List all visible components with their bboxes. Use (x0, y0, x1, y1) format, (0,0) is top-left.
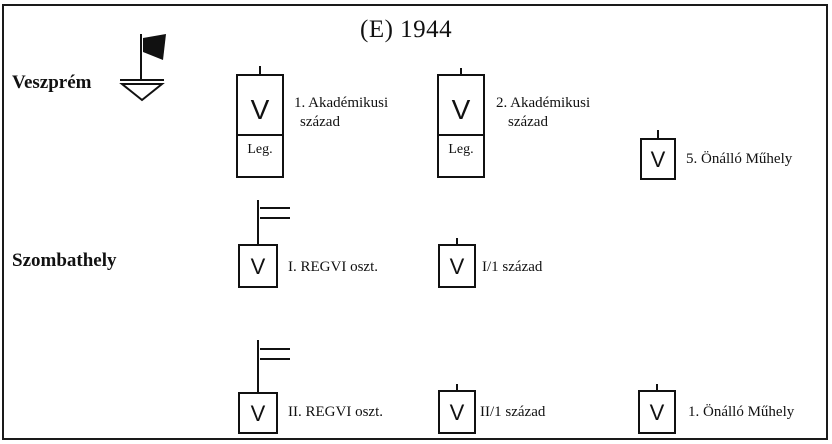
unit-label-line1: 1. Akadémikusi (294, 95, 389, 111)
unit-stem (456, 238, 458, 246)
unit-label-ii1-szazad: II/1 század (480, 404, 546, 420)
unit-symbol-2-akademikusi: V Leg. (437, 74, 485, 178)
unit-label-line1: 2. Akadémikusi (496, 95, 591, 111)
unit-stem (656, 384, 658, 392)
unit-label-line2: század (508, 114, 548, 130)
unit-label-5-onallo-muhely: 5. Önálló Műhely (686, 151, 793, 167)
unit-sub-label: Leg. (247, 142, 273, 157)
battalion-flag-icon (257, 340, 290, 392)
unit-type-letter: V (449, 254, 465, 279)
unit-symbol-1-akademikusi: V Leg. (236, 74, 284, 178)
unit-label-i-regvi: I. REGVI oszt. (288, 259, 378, 275)
city-label-szombathely: Szombathely (12, 250, 117, 271)
unit-type-letter: V (650, 147, 666, 172)
unit-stem (456, 384, 458, 392)
unit-type-letter: V (649, 400, 665, 425)
diagram-title: (E) 1944 (360, 16, 453, 43)
unit-label-ii-regvi: II. REGVI oszt. (288, 404, 383, 420)
unit-symbol-i-regvi: V (238, 244, 278, 288)
unit-symbol-1-onallo-muhely: V (638, 390, 676, 434)
unit-symbol-ii-regvi: V (238, 392, 278, 434)
unit-divider (439, 134, 483, 136)
airfield-flag-icon (119, 34, 166, 102)
unit-stem (460, 68, 462, 76)
unit-type-letter: V (449, 400, 465, 425)
unit-stem (259, 66, 261, 76)
unit-type-letter: V (250, 254, 266, 279)
unit-stem (657, 130, 659, 140)
unit-type-letter: V (451, 94, 471, 125)
unit-divider (238, 134, 282, 136)
unit-symbol-5-onallo-muhely: V (640, 138, 676, 180)
diagram-frame (2, 4, 828, 440)
unit-type-letter: V (250, 401, 266, 426)
unit-label-2-akademikusi: 2. Akadémikusi század (496, 94, 590, 132)
unit-symbol-ii1-szazad: V (438, 390, 476, 434)
unit-symbol-i1-szazad: V (438, 244, 476, 288)
unit-label-1-akademikusi: 1. Akadémikusi század (294, 94, 388, 132)
unit-sub-label: Leg. (448, 142, 474, 157)
unit-type-letter: V (250, 94, 270, 125)
battalion-flag-icon (257, 200, 290, 244)
unit-label-i1-szazad: I/1 század (482, 259, 543, 275)
city-label-veszprem: Veszprém (12, 72, 92, 93)
unit-label-1-onallo-muhely: 1. Önálló Műhely (688, 404, 795, 420)
unit-label-line2: század (300, 114, 340, 130)
